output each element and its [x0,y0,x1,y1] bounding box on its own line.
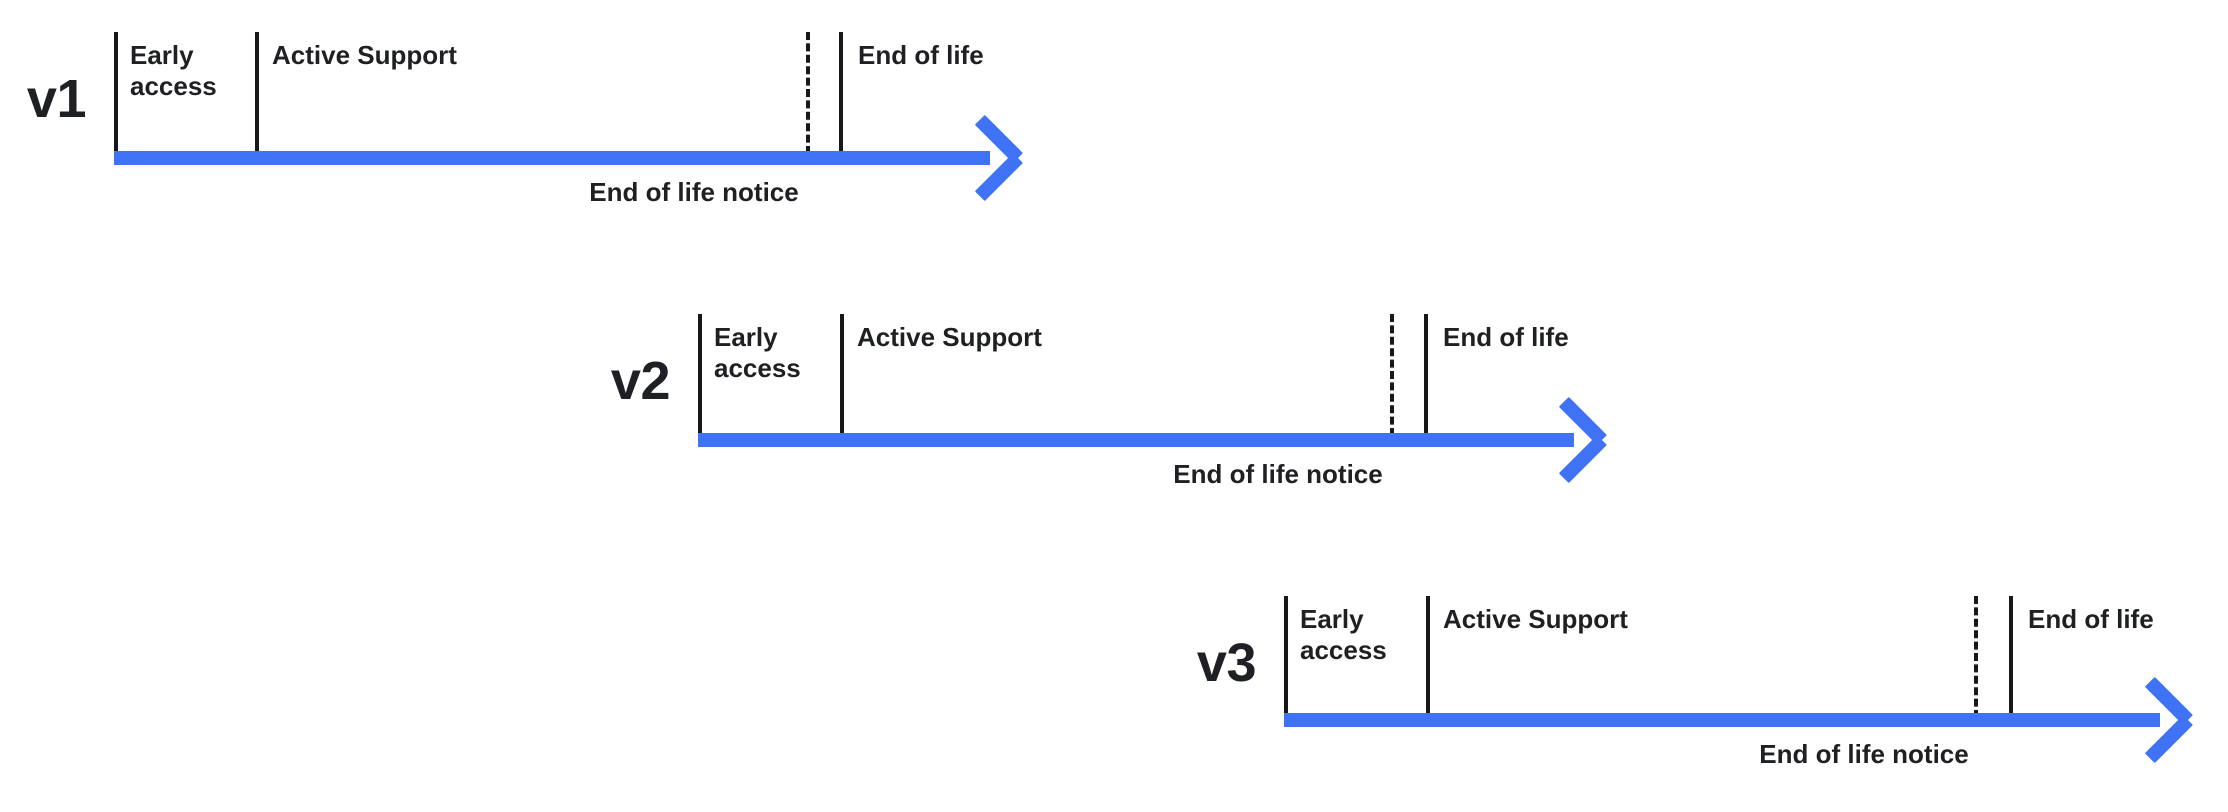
end-of-life-notice-marker-v2 [1390,314,1394,436]
version-label-v1: v1 [26,69,87,129]
version-label-v3: v3 [1196,633,1257,693]
version-label-v2: v2 [610,351,671,411]
end-of-life-notice-marker-v1 [806,32,810,154]
phase-divider-early-access-start-v3 [1284,596,1288,718]
phase-label-end-of-life-v1: End of life [858,40,984,70]
phase-divider-active-support-start-v2 [840,314,844,436]
phase-label-end-of-life-v3: End of life [2028,604,2154,634]
notice-label-v2: End of life notice [1173,459,1383,489]
phase-label-early-access-v1: Early access [130,40,217,101]
phase-divider-active-support-start-v3 [1426,596,1430,718]
phase-divider-end-of-life-start-v3 [2009,596,2013,718]
phase-label-early-access-v2: Early access [714,322,801,383]
timeline-bar-v1 [114,151,990,165]
phase-divider-early-access-start-v2 [698,314,702,436]
phase-label-active-support-v1: Active Support [272,40,457,70]
phase-divider-end-of-life-start-v1 [839,32,843,154]
notice-label-v3: End of life notice [1759,739,1969,769]
phase-divider-early-access-start-v1 [114,32,118,154]
timeline-bar-v3 [1284,713,2160,727]
timeline-bar-v2 [698,433,1574,447]
phase-divider-active-support-start-v1 [255,32,259,154]
phase-label-early-access-v3: Early access [1300,604,1387,665]
end-of-life-notice-marker-v3 [1974,596,1978,718]
phase-label-active-support-v3: Active Support [1443,604,1628,634]
phase-label-active-support-v2: Active Support [857,322,1042,352]
phase-divider-end-of-life-start-v2 [1424,314,1428,436]
notice-label-v1: End of life notice [589,177,799,207]
phase-label-end-of-life-v2: End of life [1443,322,1569,352]
